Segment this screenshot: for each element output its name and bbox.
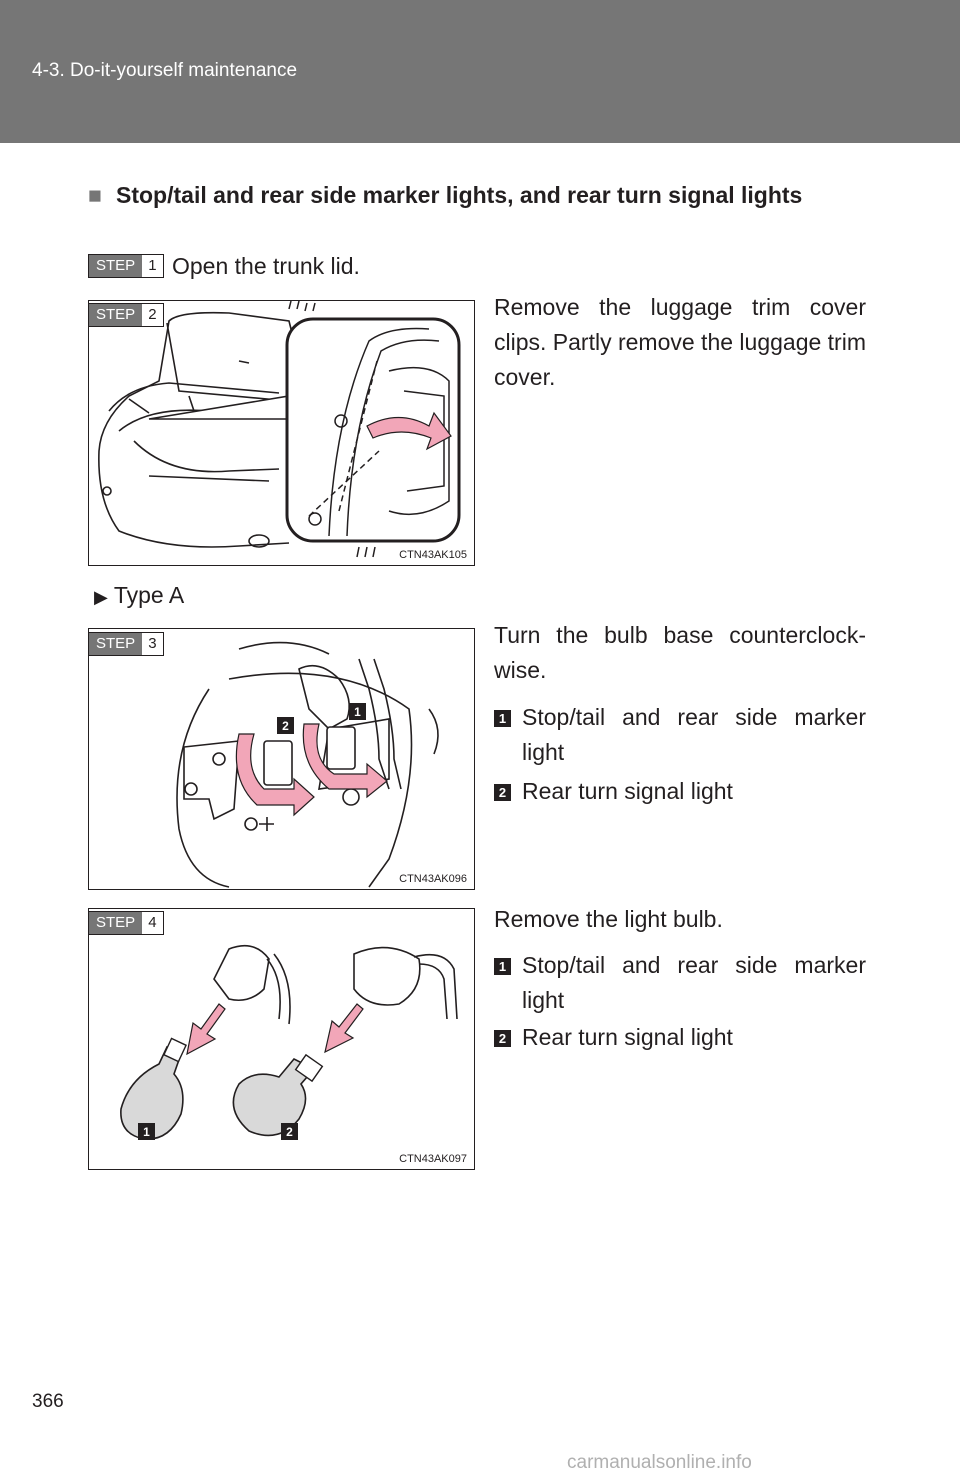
step-label: STEP bbox=[89, 912, 143, 934]
step-3-item-1: 1 Stop/tail and rear side marker light bbox=[494, 700, 866, 770]
step-1-tag: STEP 1 bbox=[88, 254, 164, 278]
step-2-figure: CTN43AK105 bbox=[88, 300, 475, 566]
number-badge: 1 bbox=[494, 710, 511, 727]
square-bullet-icon: ■ bbox=[88, 182, 102, 208]
step-4-item-2: 2 Rear turn signal light bbox=[494, 1020, 866, 1055]
step-4-text: Remove the light bulb. bbox=[494, 906, 723, 932]
badge-2-mark: 2 bbox=[282, 719, 289, 733]
step-label: STEP bbox=[89, 255, 143, 277]
type-a-text: Type A bbox=[113, 582, 185, 608]
step-4-figure: 1 2 CTN43AK097 bbox=[88, 908, 475, 1170]
trunk-trim-illustration bbox=[98, 301, 461, 558]
step-2-text: Remove the luggage trim cover clips. Par… bbox=[494, 294, 866, 390]
badge-1-mark: 1 bbox=[143, 1125, 150, 1139]
play-arrow-icon: ▶ bbox=[94, 587, 108, 607]
section-title-text: Stop/tail and rear side marker lights, a… bbox=[116, 182, 803, 208]
step-3-figure: 2 1 CTN43AK096 bbox=[88, 628, 475, 890]
step-4-item-1: 1 Stop/tail and rear side marker light bbox=[494, 948, 866, 1018]
step-number: 1 bbox=[148, 257, 157, 274]
item-text: Stop/tail and rear side marker light bbox=[522, 704, 866, 765]
step-2-tag: STEP 2 bbox=[88, 303, 164, 327]
number-badge: 1 bbox=[494, 958, 511, 975]
type-a-label: ▶Type A bbox=[94, 580, 184, 612]
step-3-text: Turn the bulb base counterclock-wise. bbox=[494, 622, 866, 683]
step-number: 2 bbox=[148, 306, 157, 323]
watermark: carmanualsonline.info bbox=[567, 1452, 752, 1473]
bulb-removal-illustration: 1 2 bbox=[120, 944, 458, 1140]
item-text: Rear turn signal light bbox=[522, 778, 733, 804]
step-1-text: Open the trunk lid. bbox=[172, 253, 360, 279]
chapter-title: 4-3. Do-it-yourself maintenance bbox=[32, 60, 298, 81]
step-number: 3 bbox=[148, 635, 157, 652]
badge-2-mark: 2 bbox=[286, 1125, 293, 1139]
step-label: STEP bbox=[89, 304, 143, 326]
step-label: STEP bbox=[89, 633, 143, 655]
number-badge: 2 bbox=[494, 784, 511, 801]
page-number: 366 bbox=[32, 1391, 64, 1412]
item-text: Rear turn signal light bbox=[522, 1024, 733, 1050]
item-text: Stop/tail and rear side marker light bbox=[522, 952, 866, 1013]
step-4-tag: STEP 4 bbox=[88, 911, 164, 935]
step-3-item-2: 2 Rear turn signal light bbox=[494, 774, 866, 809]
bulb-base-illustration: 2 1 bbox=[176, 641, 439, 888]
step-3-tag: STEP 3 bbox=[88, 632, 164, 656]
figure-code: CTN43AK105 bbox=[399, 549, 467, 561]
section-heading: ■ Stop/tail and rear side marker lights,… bbox=[88, 178, 868, 213]
header-bar: 4-3. Do-it-yourself maintenance bbox=[0, 0, 960, 143]
figure-code: CTN43AK097 bbox=[399, 1153, 467, 1165]
step-number: 4 bbox=[148, 914, 157, 931]
badge-1-mark: 1 bbox=[354, 705, 361, 719]
figure-code: CTN43AK096 bbox=[399, 873, 467, 885]
number-badge: 2 bbox=[494, 1030, 511, 1047]
